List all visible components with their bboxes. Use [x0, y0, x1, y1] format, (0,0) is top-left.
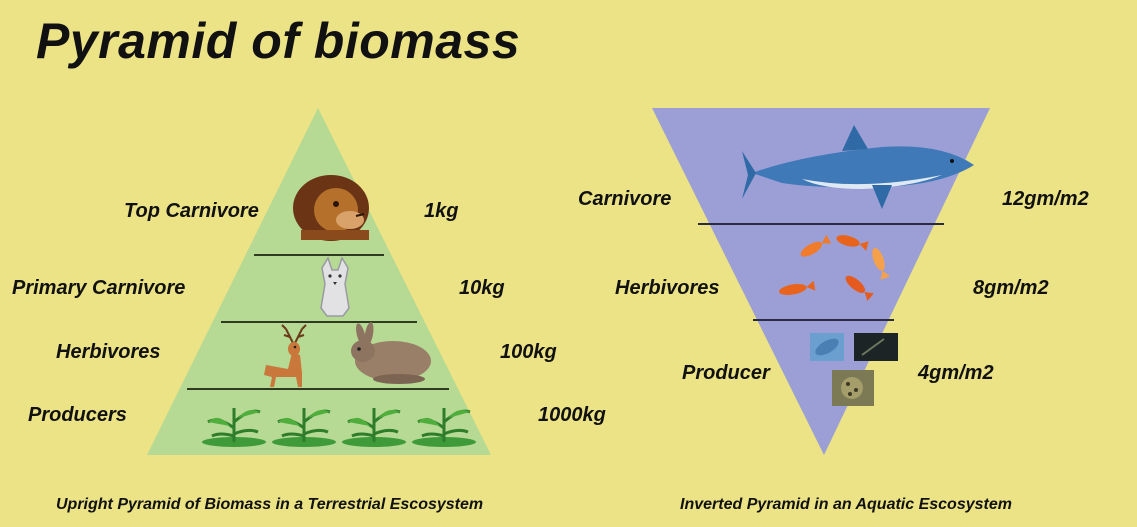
lion-icon	[293, 175, 369, 241]
terrestrial-level-label: Herbivores	[56, 341, 161, 364]
terrestrial-level-mass: 1kg	[424, 200, 458, 223]
aquatic-level-mass: 12gm/m2	[1002, 188, 1089, 211]
terrestrial-level-mass: 100kg	[500, 341, 557, 364]
terrestrial-level-label: Top Carnivore	[124, 200, 259, 223]
aquatic-level-mass: 8gm/m2	[973, 277, 1049, 300]
terrestrial-level-label: Primary Carnivore	[12, 277, 185, 300]
aquatic-level-label: Herbivores	[615, 277, 720, 300]
algae-icon	[810, 333, 844, 361]
terrestrial-level-mass: 1000kg	[538, 404, 606, 427]
terrestrial-pyramid-shape	[147, 108, 491, 455]
plankton-icon	[854, 333, 898, 361]
plankton-icon	[832, 370, 874, 406]
terrestrial-pyramid	[147, 108, 491, 455]
terrestrial-level-mass: 10kg	[459, 277, 505, 300]
terrestrial-caption: Upright Pyramid of Biomass in a Terrestr…	[56, 496, 483, 514]
aquatic-level-label: Carnivore	[578, 188, 671, 211]
aquatic-level-mass: 4gm/m2	[918, 362, 994, 385]
aquatic-caption: Inverted Pyramid in an Aquatic Escosyste…	[680, 496, 1012, 514]
terrestrial-level-label: Producers	[28, 404, 127, 427]
aquatic-level-label: Producer	[682, 362, 770, 385]
